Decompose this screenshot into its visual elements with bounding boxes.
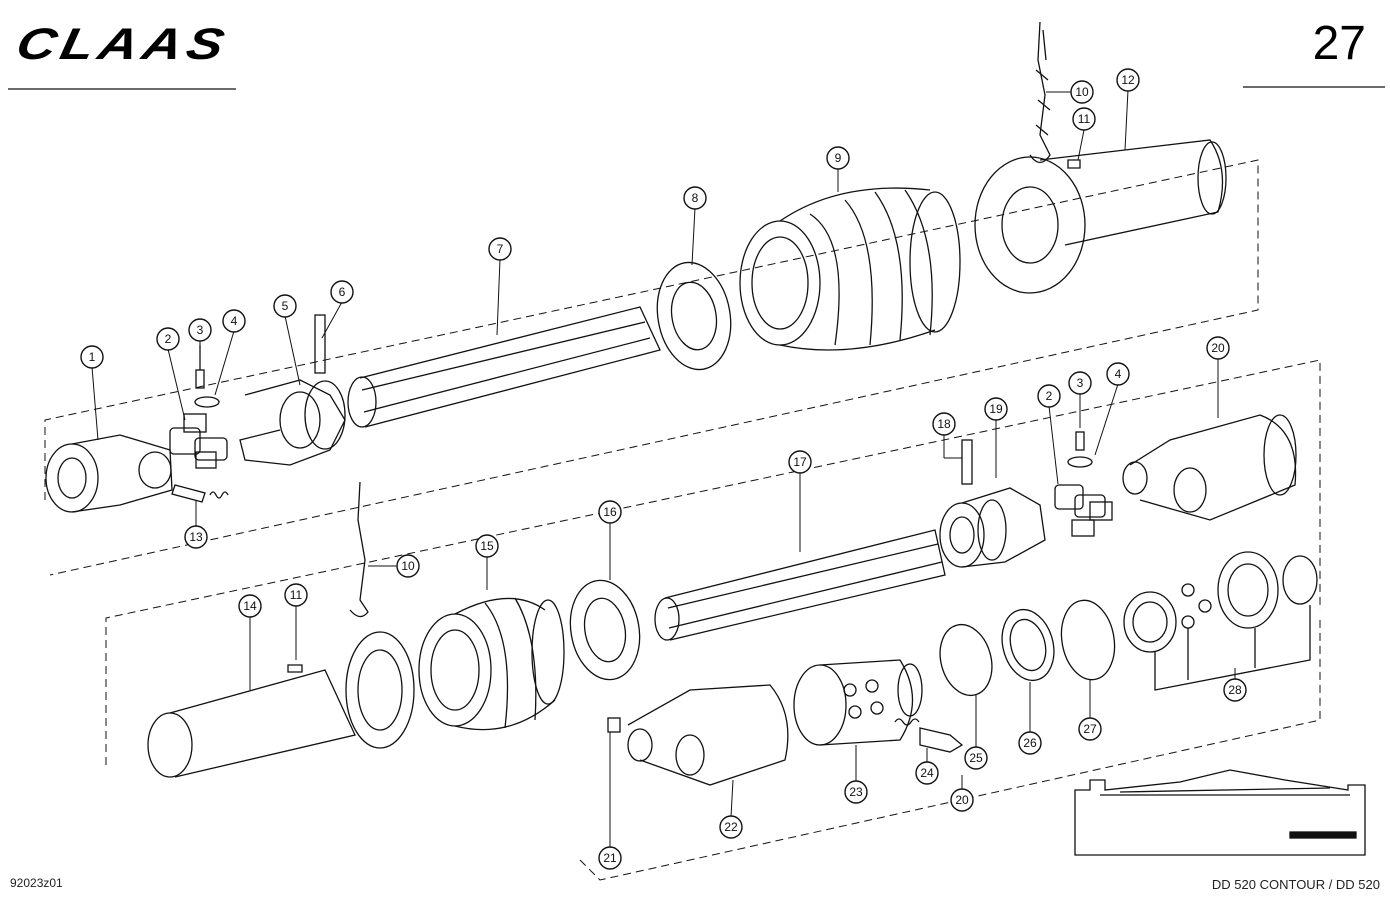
- callout-16: 16: [603, 505, 617, 519]
- callout-17: 17: [793, 455, 807, 469]
- part-19-yoke-drawing: [939, 487, 1046, 568]
- callout-3: 3: [197, 323, 204, 337]
- callout-22: 22: [724, 820, 738, 834]
- callout-10: 10: [1075, 85, 1089, 99]
- callout-10-lower: 10: [401, 559, 415, 573]
- callout-27: 27: [1083, 722, 1097, 736]
- part-22-housing-lower-drawing: [627, 684, 789, 786]
- callout-13: 13: [189, 530, 203, 544]
- callout-15: 15: [480, 539, 494, 553]
- part-14-outer-tube-drawing: [147, 631, 415, 778]
- callout-7: 7: [497, 242, 504, 256]
- callout-labels: 1 2 3 4 5 6 7 8 9 10 11 12 13 14 11 10 1…: [89, 73, 1242, 865]
- part-9-bellows-drawing: [739, 187, 961, 351]
- part-5-yoke-drawing: [239, 379, 346, 466]
- callout-26: 26: [1023, 736, 1037, 750]
- part-15-bellows-drawing: [418, 597, 565, 731]
- part-2-cross-drawing: [169, 413, 228, 469]
- callout-6: 6: [339, 285, 346, 299]
- part-28-bearing-set-drawing: [1123, 551, 1318, 691]
- callout-2: 2: [165, 332, 172, 346]
- callout-9: 9: [835, 151, 842, 165]
- callout-11: 11: [1078, 112, 1091, 126]
- callout-11-lower: 11: [290, 588, 303, 602]
- drawing-code: 92023z01: [10, 876, 63, 890]
- page-number: 27: [1312, 17, 1366, 70]
- callout-5: 5: [282, 299, 289, 313]
- inset-key-drawing: [1074, 769, 1366, 856]
- callout-14: 14: [243, 599, 257, 613]
- callout-18: 18: [937, 417, 951, 431]
- callout-21: 21: [603, 851, 617, 865]
- callout-28: 28: [1228, 683, 1242, 697]
- callout-1: 1: [89, 350, 96, 364]
- callout-20: 20: [1211, 341, 1225, 355]
- part-1-yoke-drawing: [45, 434, 173, 513]
- callout-4: 4: [231, 314, 238, 328]
- part-7-inner-tube-drawing: [347, 306, 661, 428]
- part-12-outer-guard-drawing: [974, 139, 1227, 294]
- callout-4-lower: 4: [1115, 367, 1122, 381]
- callout-3-lower: 3: [1077, 376, 1084, 390]
- model-label: DD 520 CONTOUR / DD 520: [1211, 877, 1380, 892]
- part-8-ring-drawing: [656, 261, 732, 371]
- callout-12: 12: [1121, 73, 1135, 87]
- callout-19: 19: [989, 402, 1003, 416]
- part-10-chain-drawing: [1029, 21, 1051, 164]
- callout-2-lower: 2: [1046, 389, 1053, 403]
- part-23-clutch-drawing: [793, 659, 923, 746]
- callout-25: 25: [969, 751, 983, 765]
- callout-24: 24: [920, 766, 934, 780]
- part-16-ring-drawing: [569, 579, 641, 681]
- callout-20-lower: 20: [955, 793, 969, 807]
- callout-8: 8: [692, 191, 699, 205]
- part-20-housing-upper-drawing: [1122, 414, 1297, 521]
- callout-23: 23: [849, 785, 863, 799]
- part-17-inner-tube-drawing: [654, 529, 946, 641]
